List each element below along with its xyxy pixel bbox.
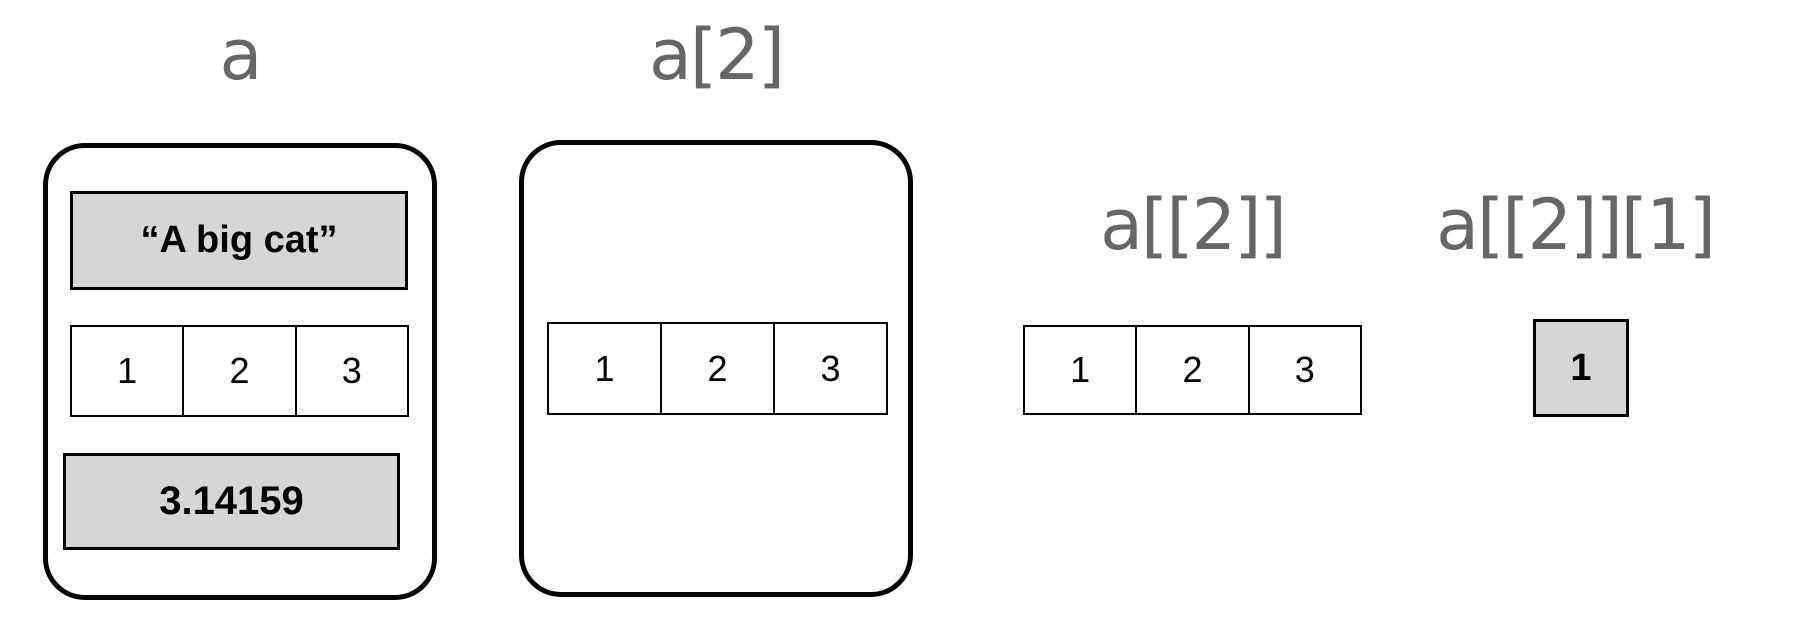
vector-cell: 3 [775,322,888,415]
scalar-element-cell: 1 [1533,319,1629,417]
vector-cell: 2 [1137,325,1250,415]
vector-cell: 2 [662,322,775,415]
expression-label-a22: a[[2]] [1100,184,1287,266]
vector-a22: 1 2 3 [1023,325,1362,415]
vector-cell: 3 [296,325,409,417]
vector-cell: 2 [184,325,297,417]
vector-cell: 1 [1023,325,1138,415]
vector-cell: 1 [547,322,662,415]
expression-label-a: a [219,14,263,96]
vector-a: 1 2 3 [70,325,409,417]
expression-label-a2: a[2] [648,14,785,96]
vector-cell: 1 [70,325,185,417]
number-element-box: 3.14159 [63,453,400,550]
vector-cell: 3 [1249,325,1362,415]
expression-label-a221: a[[2]][1] [1436,184,1716,266]
string-element-box: “A big cat” [70,191,408,290]
vector-a2: 1 2 3 [547,322,888,415]
